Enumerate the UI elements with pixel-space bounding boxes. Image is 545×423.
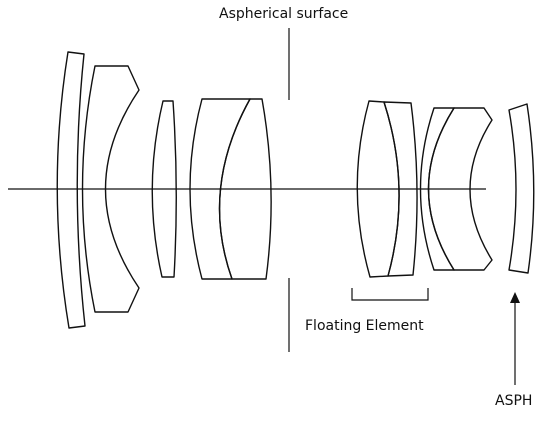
floating-element-bracket xyxy=(351,288,429,301)
lens-element-9 xyxy=(427,107,493,271)
lens-element-asph xyxy=(508,103,535,274)
floating-element-label: Floating Element xyxy=(305,318,424,334)
lens-element-7 xyxy=(383,101,418,277)
asph-arrow-head xyxy=(510,292,520,303)
aspherical-surface-label: Aspherical surface xyxy=(219,6,349,22)
lens-element-5 xyxy=(218,98,272,280)
lens-element-2 xyxy=(81,65,140,313)
asph-label: ASPH xyxy=(495,393,533,409)
lens-element-1 xyxy=(56,51,86,329)
lens-element-3 xyxy=(151,100,177,278)
